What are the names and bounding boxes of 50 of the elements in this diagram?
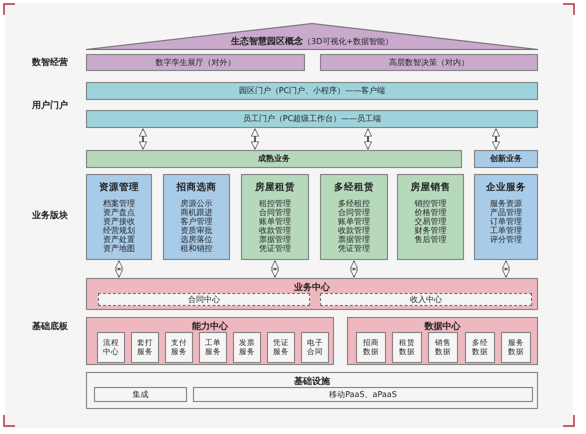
module-card xyxy=(474,174,538,260)
platform-panel xyxy=(86,278,538,310)
layer-bar: 园区门户（PC门户、小程序）——客户端 xyxy=(86,82,538,100)
double-arrow xyxy=(364,128,372,150)
layer-bar: 数字孪生展厅（对外） xyxy=(86,54,305,71)
module-card xyxy=(397,174,464,260)
layer-bar: 移动PaaS、aPaaS xyxy=(193,387,533,402)
card-items: 租控管理合同管理账单管理收款管理票据管理凭证管理 xyxy=(259,199,291,253)
card-heading: 房屋租赁 xyxy=(255,181,295,194)
card-heading: 企业服务 xyxy=(486,181,526,194)
platform-panel xyxy=(86,317,334,365)
card-heading: 房屋销售 xyxy=(410,181,450,194)
double-arrow xyxy=(492,128,500,150)
module-card xyxy=(163,174,230,260)
platform-panel xyxy=(86,372,538,409)
row-label: 业务版块 xyxy=(32,209,68,222)
layer-bar: 成熟业务 xyxy=(86,150,462,168)
card-heading: 资源管理 xyxy=(99,181,139,194)
section-title: 能力中心 xyxy=(191,320,229,333)
layer-bar: 集成 xyxy=(94,387,187,402)
row-label: 基础底板 xyxy=(32,320,68,333)
platform-panel xyxy=(347,317,538,365)
card-items: 多经租控合同管理账单管理收款管理票据管理凭证管理 xyxy=(338,199,370,253)
double-arrow xyxy=(251,128,259,150)
section-title: 基础设施 xyxy=(293,375,331,388)
card-items: 服务资源产品管理订单管理工单管理评分管理 xyxy=(490,199,522,244)
layer-bar: 员工门户（PC超级工作台）——员工端 xyxy=(86,110,538,128)
double-arrow xyxy=(271,260,279,278)
concept-roof xyxy=(86,23,538,50)
card-items: 档案管理资产盘点资产接收经营规划资产处置资产地图 xyxy=(103,199,135,253)
module-card xyxy=(86,174,152,260)
section-title: 数据中心 xyxy=(424,320,462,333)
double-arrow xyxy=(350,260,358,278)
card-heading: 多经租赁 xyxy=(334,181,374,194)
center-box: 收入中心 xyxy=(320,293,532,306)
card-heading: 招商选商 xyxy=(176,181,216,194)
card-items: 销控管理价格管理交易管理财务管理售后管理 xyxy=(414,199,446,244)
card-items: 房源公示商机跟进客户管理资质审批选房落位租和销控 xyxy=(180,199,212,253)
module-card xyxy=(320,174,388,260)
double-arrow xyxy=(139,128,147,150)
double-arrow xyxy=(502,260,510,278)
row-label: 用户门户 xyxy=(32,99,68,112)
layer-bar: 创新业务 xyxy=(474,150,538,168)
double-arrow xyxy=(115,260,123,278)
center-box: 合同中心 xyxy=(98,293,310,306)
section-title: 业务中心 xyxy=(293,281,331,294)
roof-title: 生态智慧园区概念（3D可视化+数据智能） xyxy=(230,35,394,48)
row-label: 数智经营 xyxy=(32,56,68,69)
layer-bar: 高层数智决策（对内） xyxy=(320,54,538,71)
module-card xyxy=(241,174,309,260)
